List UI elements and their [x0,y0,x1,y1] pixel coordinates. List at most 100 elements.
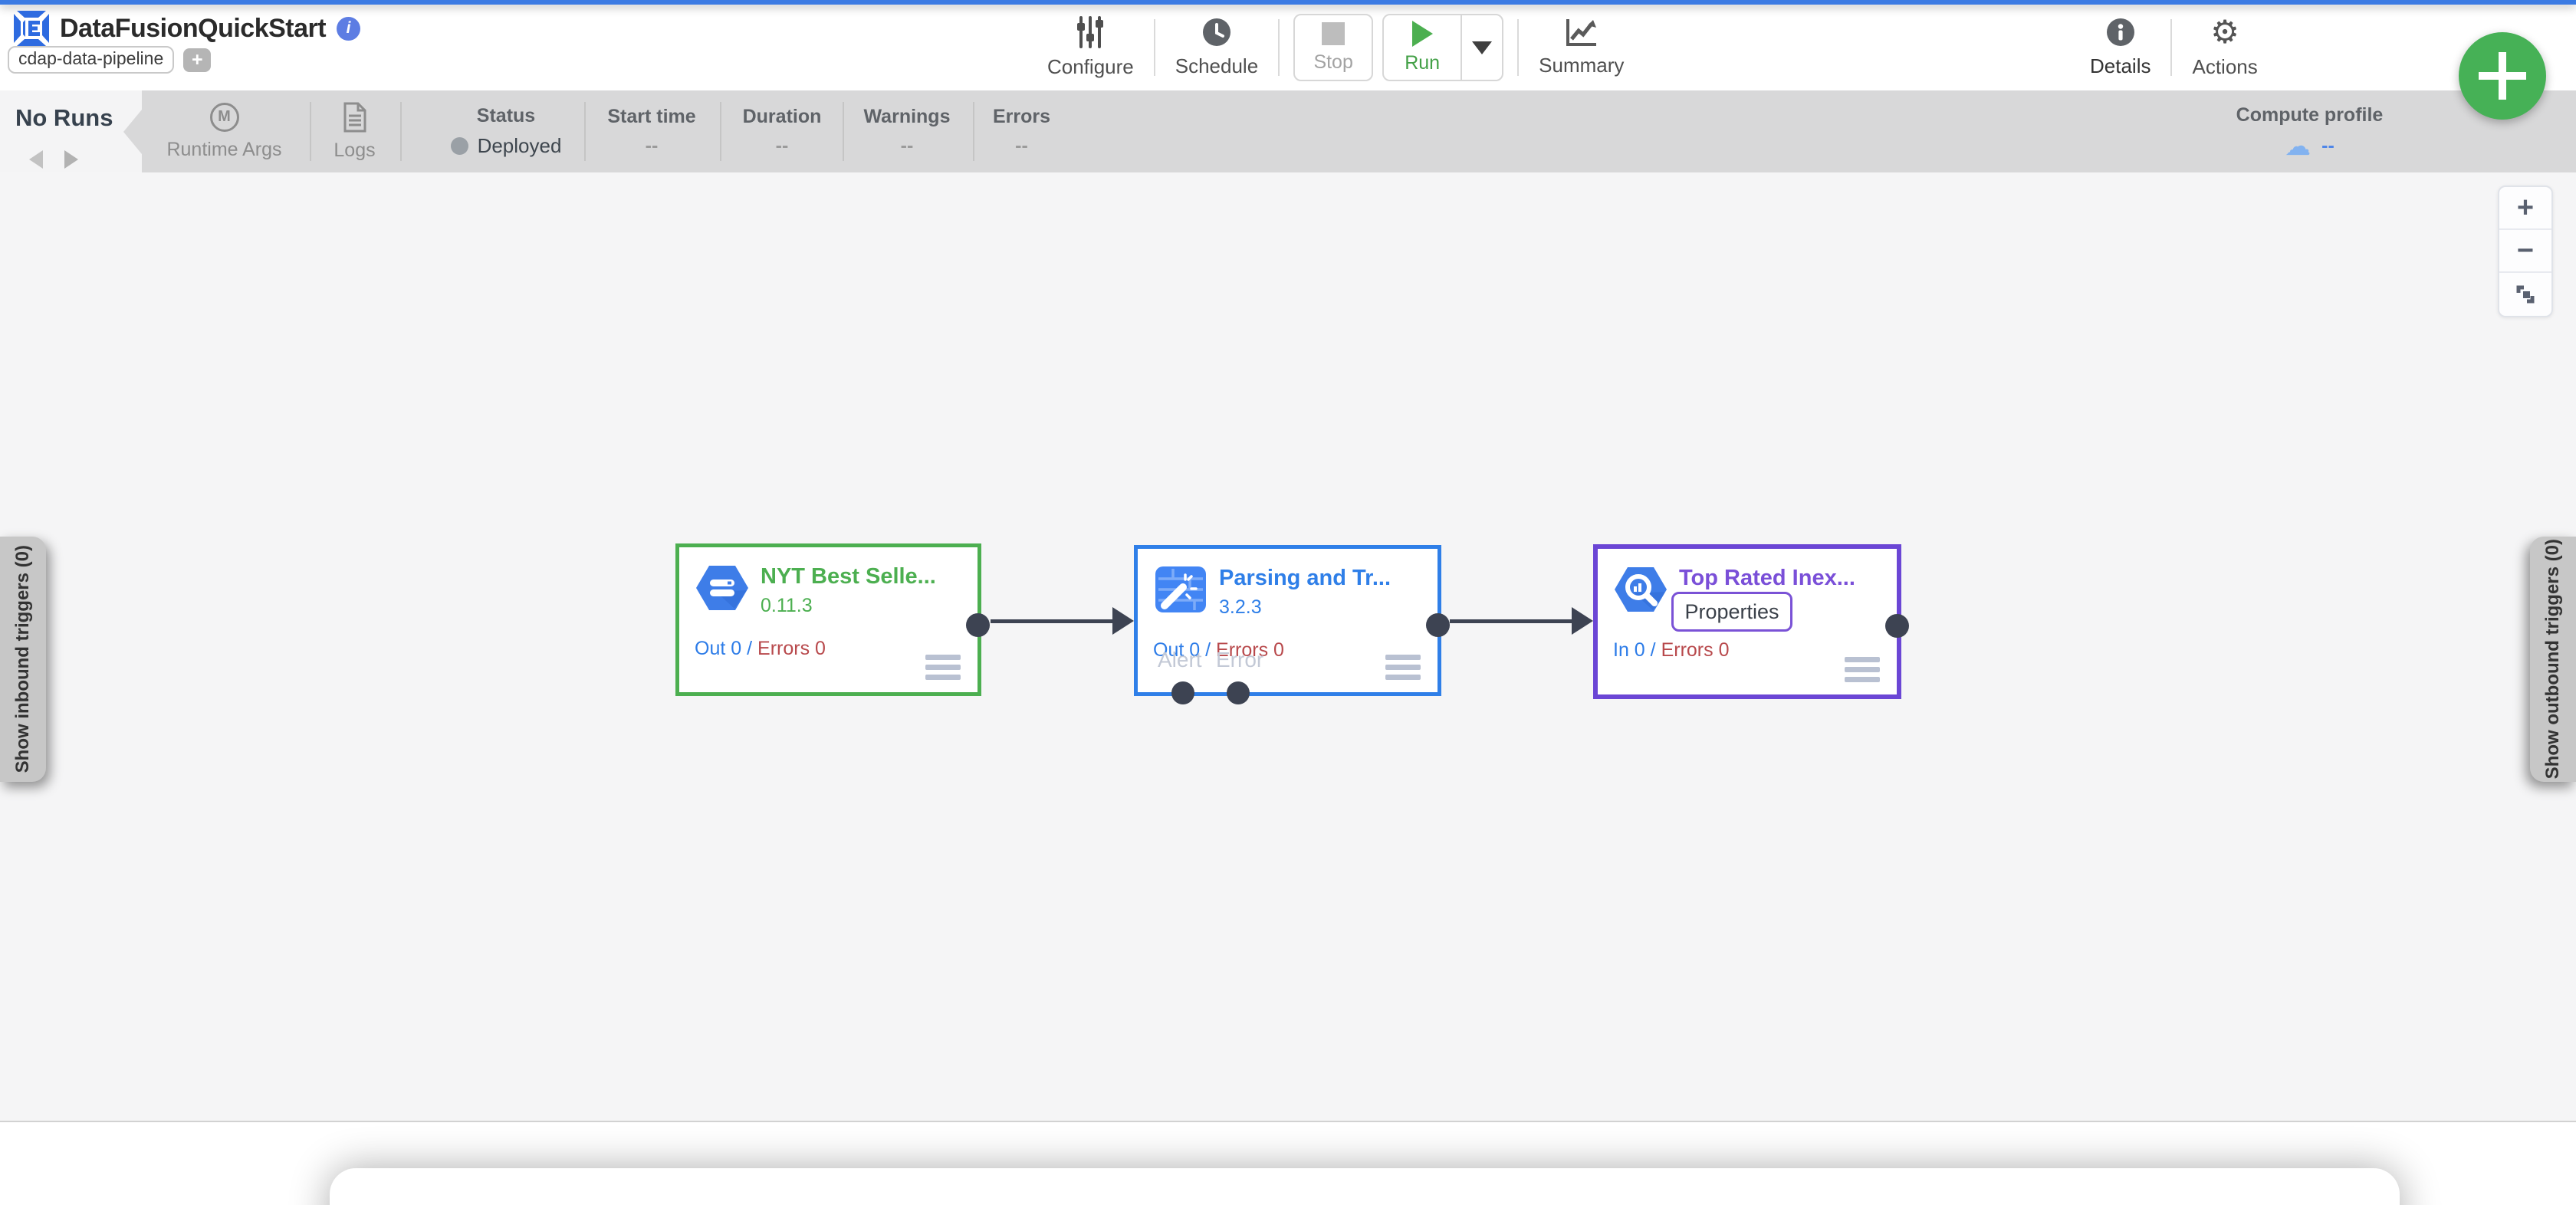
schedule-button[interactable]: Schedule [1155,17,1278,78]
compute-profile-label: Compute profile [2236,103,2384,126]
field-label: Errors [992,106,1051,127]
configure-button[interactable]: Configure [1027,16,1154,79]
run-label: Run [1405,52,1441,74]
summary-button[interactable]: Summary [1519,18,1644,77]
cloud-icon: ☁ [2285,130,2312,162]
logs-label: Logs [334,139,376,161]
source-plugin-icon [696,566,748,610]
pipeline-toolbar: Configure Schedule Stop Run [1027,5,1644,90]
node-menu-icon[interactable] [1385,655,1421,680]
run-pager-controls [29,150,78,169]
cdap-logo-icon [14,11,49,46]
compute-profile-value-row: ☁ -- [2285,133,2334,159]
macro-icon: M [209,102,239,132]
node-nyt-best-sellers[interactable]: NYT Best Selle... 0.11.3 Out 0 / Errors … [675,543,990,696]
sliders-icon [1077,16,1104,48]
details-button[interactable]: Details [2070,17,2170,78]
runtime-args-button[interactable]: M Runtime Args [157,90,291,172]
top-accent-strip [0,0,2576,5]
fit-screen-icon [2516,285,2535,304]
divider [2170,19,2173,76]
errors-metric: Errors 0 [1216,639,1284,661]
start-time-field: Start time -- [594,90,709,172]
node-metrics[interactable]: Out 0 / Errors 0 [695,638,826,660]
field-value: -- [1015,135,1028,156]
compute-profile-field[interactable]: Compute profile ☁ -- [2216,90,2404,172]
output-port[interactable] [966,613,990,637]
alert-port-label: Alert [1158,648,1202,671]
node-metrics[interactable]: Out 0 / Errors 0 [1153,639,1284,662]
bottom-panel-shadow [330,1168,2400,1205]
info-circle-icon [2106,18,2134,46]
connection-line[interactable] [991,619,1116,623]
schedule-label: Schedule [1175,54,1259,77]
properties-button[interactable]: Properties [1671,592,1792,632]
status-field: Status Deployed [418,90,594,172]
divider [1517,19,1520,76]
next-run-button[interactable] [64,150,78,169]
divider [584,102,586,161]
connection-arrow-icon [1572,607,1593,635]
outbound-triggers-label: Show outbound triggers (0) [2542,539,2563,780]
node-title: NYT Best Selle... [761,564,936,589]
alert-port[interactable] [1171,681,1194,704]
connection-line[interactable] [1450,619,1575,623]
status-value: Deployed [477,134,562,157]
compute-profile-value: -- [2321,135,2334,156]
field-value: -- [645,135,659,156]
field-label: Warnings [863,106,951,127]
stop-button[interactable]: Stop [1293,14,1374,81]
bigquery-plugin-icon [1615,567,1667,612]
actions-label: Actions [2192,55,2258,78]
clock-icon [1202,18,1230,46]
outbound-triggers-tab[interactable]: Show outbound triggers (0) [2530,537,2576,782]
divider [1278,19,1280,76]
actions-button[interactable]: ⚙ Actions [2172,16,2277,79]
status-value-row: Deployed [450,134,562,158]
fit-to-screen-button[interactable] [2499,273,2551,316]
run-button-group: Run [1382,14,1504,81]
output-port[interactable] [1885,614,1909,638]
metric-separator: / [1205,639,1211,661]
run-button[interactable]: Run [1384,15,1460,80]
pipeline-canvas[interactable]: NYT Best Selle... 0.11.3 Out 0 / Errors … [0,172,2576,1122]
summary-label: Summary [1539,54,1625,77]
divider [1153,19,1155,76]
stop-icon [1322,21,1346,45]
node-metrics[interactable]: In 0 / Errors 0 [1613,639,1729,662]
connection-arrow-icon [1112,607,1134,635]
output-port[interactable] [1426,613,1450,637]
errors-metric: Errors 0 [1661,639,1730,661]
page-title: DataFusionQuickStart [60,13,327,43]
configure-label: Configure [1047,55,1134,78]
wrangler-plugin-icon [1155,566,1206,612]
node-menu-icon[interactable] [1845,657,1880,682]
secondary-toolbar: Details ⚙ Actions [2070,5,2278,90]
node-version: 0.11.3 [761,595,813,616]
document-icon [343,102,366,132]
plus-icon [2479,52,2526,100]
node-top-rated-sink[interactable]: Top Rated Inex... Properties In 0 / Erro… [1593,544,1909,699]
status-label: Status [476,105,536,126]
error-port[interactable] [1227,681,1250,704]
bottom-panel-edge [0,1124,2576,1205]
errors-field: Errors -- [981,90,1062,172]
add-tag-button[interactable]: + [183,48,212,72]
divider [843,102,844,161]
info-icon[interactable]: i [337,16,361,41]
node-parsing-transform[interactable]: Parsing and Tr... 3.2.3 Out 0 / Errors 0… [1134,545,1450,704]
inbound-triggers-tab[interactable]: Show inbound triggers (0) [0,537,46,782]
node-version: 3.2.3 [1219,596,1262,618]
node-menu-icon[interactable] [925,655,961,680]
pipeline-type-tag: cdap-data-pipeline [8,46,175,74]
inbound-triggers-label: Show inbound triggers (0) [12,545,33,773]
previous-run-button[interactable] [29,150,43,169]
zoom-out-button[interactable]: − [2499,230,2551,273]
add-pipeline-fab[interactable] [2459,32,2546,120]
logs-button[interactable]: Logs [318,90,391,172]
runs-count-label: No Runs [15,104,113,131]
node-title: Parsing and Tr... [1219,566,1392,590]
run-options-dropdown[interactable] [1460,15,1502,80]
runs-status-bar: No Runs M Runtime Args Logs Status [0,90,2576,172]
zoom-in-button[interactable]: + [2499,187,2551,230]
